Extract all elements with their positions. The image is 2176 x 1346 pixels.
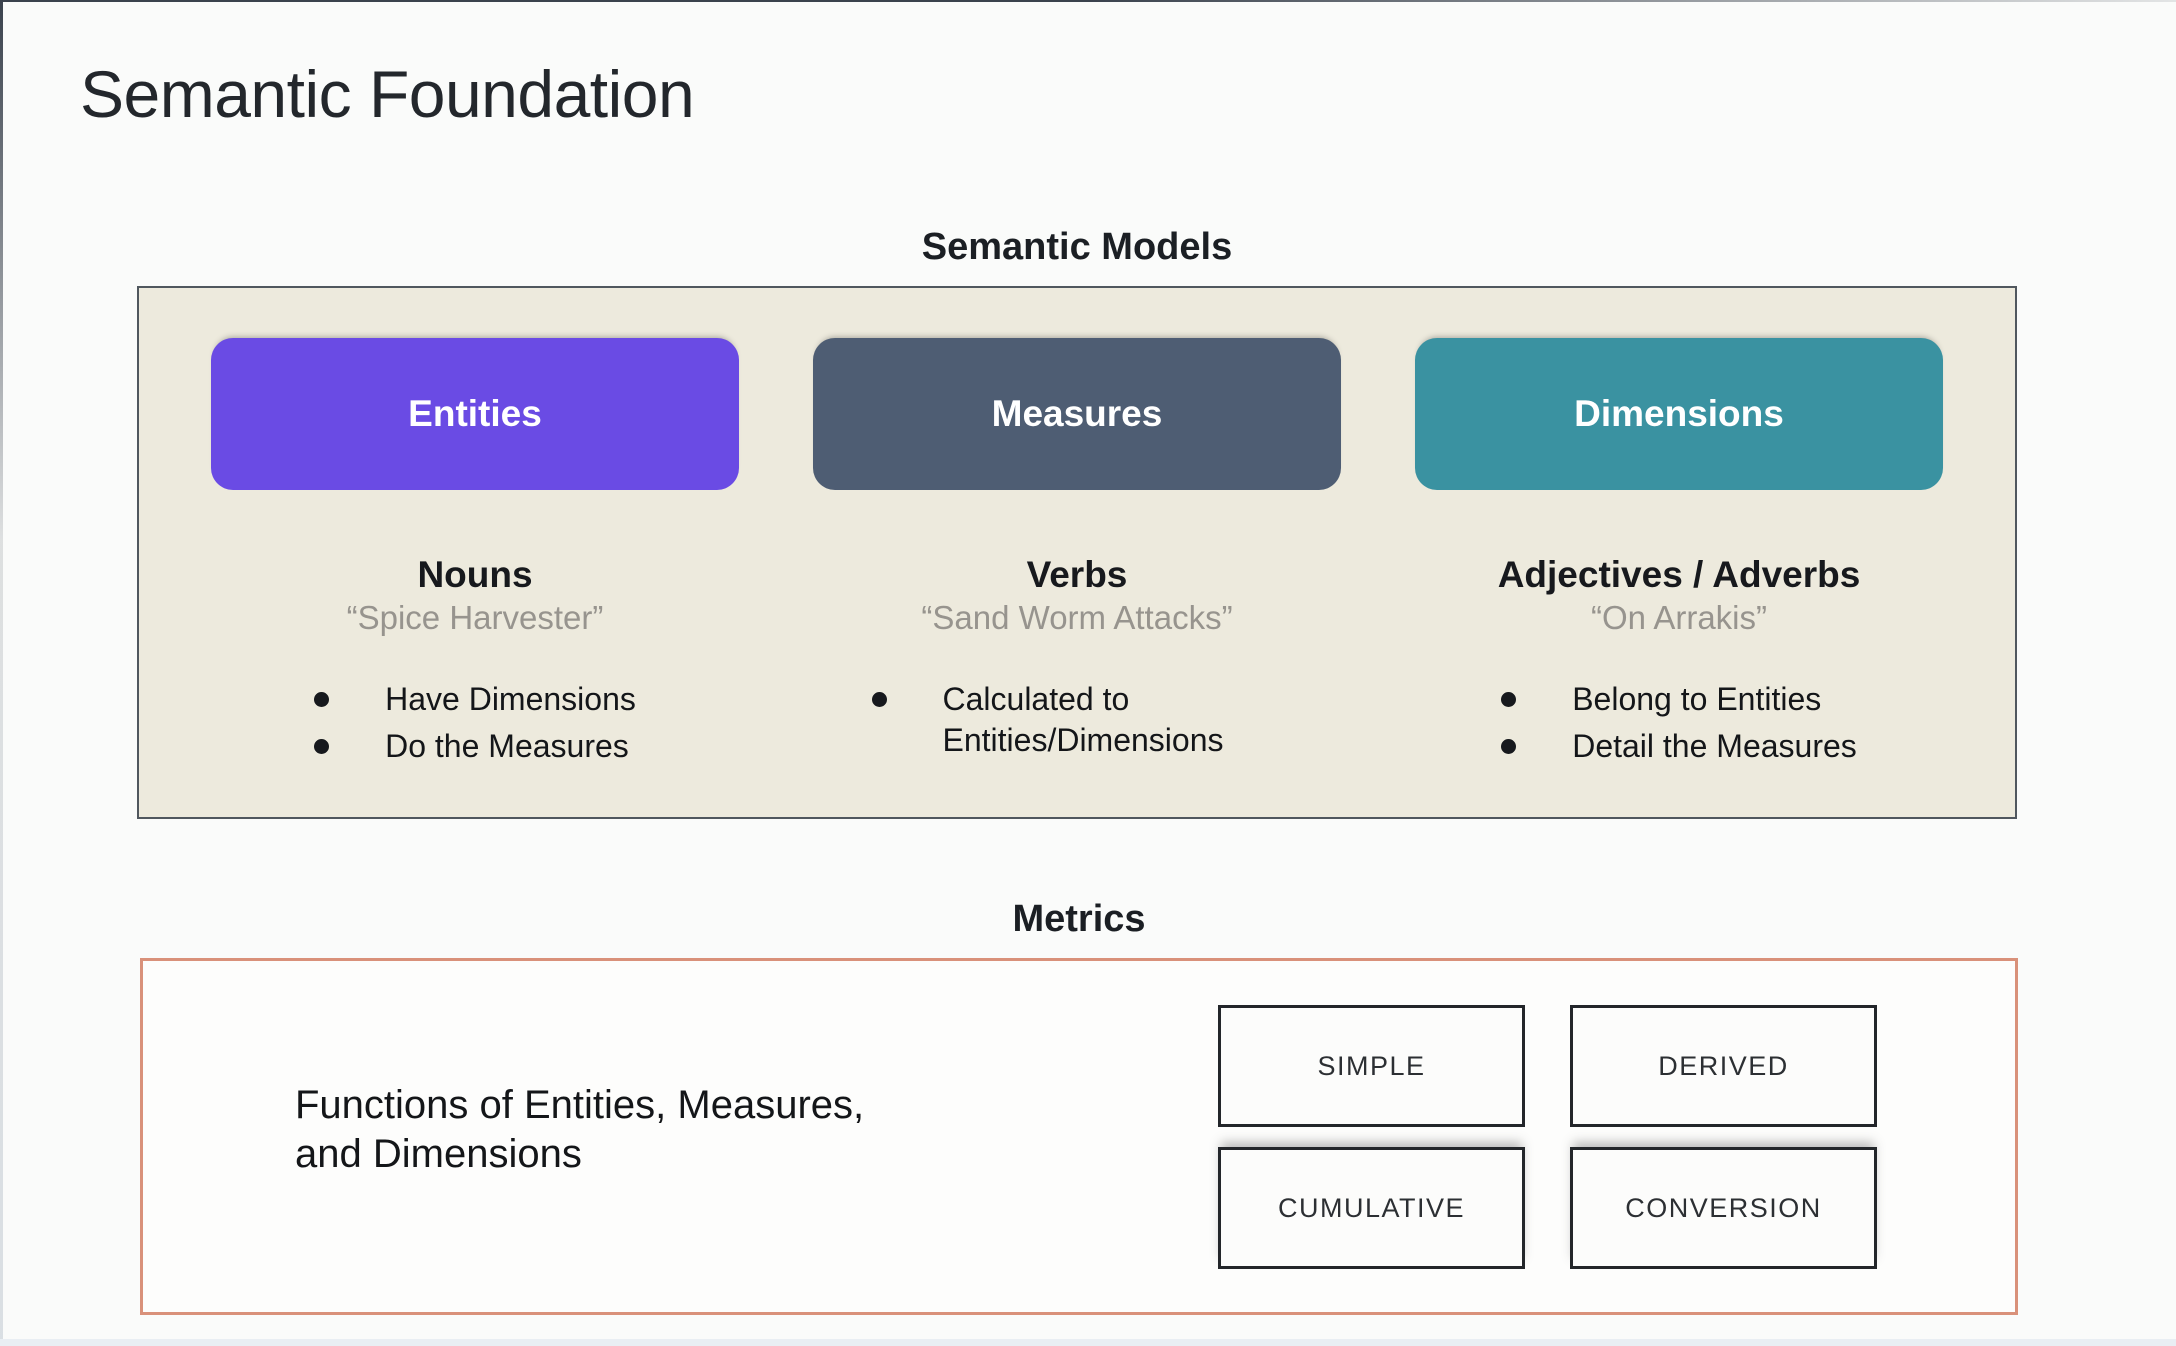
entities-box: Entities [210,338,740,490]
bullet-item: Detail the Measures [1501,726,1857,767]
bullet-item: Do the Measures [314,726,636,767]
bullet-dot [314,692,330,707]
dimensions-role-heading: Adjectives / Adverbs [1497,554,1861,595]
window-bottom-edge [0,1339,2176,1346]
semantic-models-panel: Entities Nouns “Spice Harvester” Have Di… [137,286,2017,819]
metrics-description: Functions of Entities, Measures, and Dim… [295,1081,864,1179]
column-measures: Measures Verbs “Sand Worm Attacks” Calcu… [793,338,1361,817]
bullet-dot [314,738,330,754]
dimensions-example-quote: “On Arrakis” [1590,599,1768,636]
metric-type-simple: SIMPLE [1218,1005,1525,1127]
bullet-item: Belong to Entities [1501,679,1857,720]
semantic-models-heading: Semantic Models [921,226,1233,268]
column-dimensions: Dimensions Adjectives / Adverbs “On Arra… [1395,338,1963,817]
metric-type-cumulative: CUMULATIVE [1218,1147,1525,1269]
entities-bullet-list: Have Dimensions Do the Measures [314,679,636,773]
metric-type-conversion: CONVERSION [1570,1147,1877,1269]
metric-types-grid: SIMPLE DERIVED CUMULATIVE CONVERSION [1218,1005,1877,1269]
metrics-description-line-1: Functions of Entities, Measures, [295,1083,865,1127]
metrics-panel: Functions of Entities, Measures, and Dim… [140,958,2018,1315]
metrics-heading: Metrics [1012,898,1146,940]
metric-type-derived: DERIVED [1570,1005,1877,1127]
measures-example-quote: “Sand Worm Attacks” [921,599,1233,636]
entities-role-heading: Nouns [417,554,533,595]
bullet-dot [1501,738,1517,754]
bullet-text: Do the Measures [385,727,629,764]
metrics-description-line-2: and Dimensions [295,1131,582,1176]
bullet-dot [1501,692,1517,707]
bullet-text: Detail the Measures [1572,727,1857,764]
bullet-text: Calculated to Entities/Dimensions [942,681,1224,758]
measures-role-heading: Verbs [1026,554,1128,595]
column-entities: Entities Nouns “Spice Harvester” Have Di… [191,338,759,817]
bullet-item: Calculated to Entities/Dimensions [871,679,1283,761]
window-left-edge [0,0,3,1346]
entities-example-quote: “Spice Harvester” [346,599,604,636]
window-top-edge [0,0,2176,2]
slide-title: Semantic Foundation [80,57,695,131]
bullet-dot [871,692,887,707]
bullet-item: Have Dimensions [314,679,636,720]
measures-bullet-list: Calculated to Entities/Dimensions [871,679,1283,767]
dimensions-box: Dimensions [1414,338,1944,490]
measures-box: Measures [812,338,1342,490]
bullet-text: Have Dimensions [385,681,636,717]
dimensions-bullet-list: Belong to Entities Detail the Measures [1501,679,1857,773]
bullet-text: Belong to Entities [1572,681,1822,717]
